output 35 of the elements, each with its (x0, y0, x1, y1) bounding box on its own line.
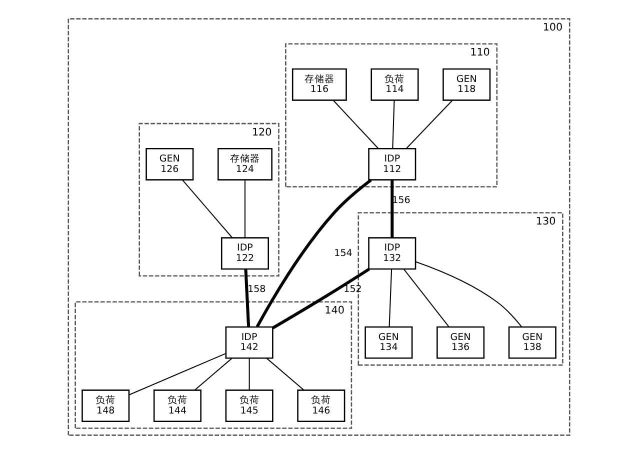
connector (182, 180, 233, 238)
edge-label: 158 (248, 284, 266, 296)
node-box: 存储器 116 (292, 68, 347, 101)
connector (406, 100, 453, 149)
node-box: IDP 112 (368, 148, 416, 180)
node-box: GEN 118 (442, 68, 491, 101)
node-box: GEN 134 (364, 326, 413, 359)
connector (128, 352, 226, 396)
node-box: GEN 126 (146, 148, 194, 180)
node-box: IDP 132 (368, 237, 416, 270)
node-box: IDP 142 (225, 326, 274, 359)
connector (392, 100, 395, 148)
connector (272, 268, 370, 330)
node-box: 负荷 114 (370, 68, 419, 101)
connector (244, 180, 246, 238)
connector (333, 100, 379, 149)
connector (194, 358, 232, 391)
node-box: 存储器 124 (218, 148, 272, 180)
connector (416, 261, 522, 327)
node-box: 负荷 148 (82, 390, 130, 422)
connector (256, 178, 372, 328)
node-box: 负荷 146 (297, 390, 346, 422)
connector (266, 358, 304, 391)
edge-label: 156 (392, 195, 410, 206)
connector (244, 269, 250, 327)
node-box: 负荷 145 (225, 390, 274, 422)
node-box: 负荷 144 (153, 390, 202, 422)
node-box: IDP 122 (220, 237, 269, 270)
node-box: GEN 138 (508, 326, 556, 359)
connector (388, 269, 392, 327)
node-box: GEN 136 (436, 326, 485, 359)
connector (390, 180, 394, 238)
edge-label: 154 (334, 248, 352, 259)
connector (248, 358, 250, 390)
connector (403, 268, 450, 328)
